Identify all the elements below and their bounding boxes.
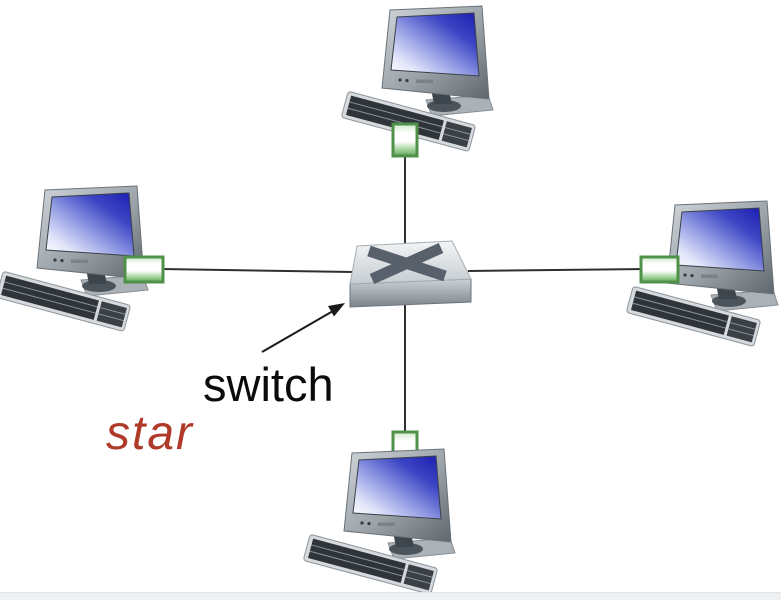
topology-label: star	[106, 407, 195, 460]
nic-connector-top	[391, 122, 419, 158]
link-left	[161, 268, 354, 273]
nic-connector-right	[639, 255, 680, 284]
switch-x-icon	[367, 242, 447, 285]
link-right	[467, 268, 644, 272]
switch-pointer-arrow	[261, 303, 345, 353]
computer-bottom	[302, 448, 456, 595]
nic-connector-left	[123, 255, 165, 284]
link-lines	[161, 154, 644, 438]
slide-bottom-strip	[0, 592, 781, 600]
switch-label: switch	[203, 358, 334, 411]
switch-node	[349, 240, 472, 308]
